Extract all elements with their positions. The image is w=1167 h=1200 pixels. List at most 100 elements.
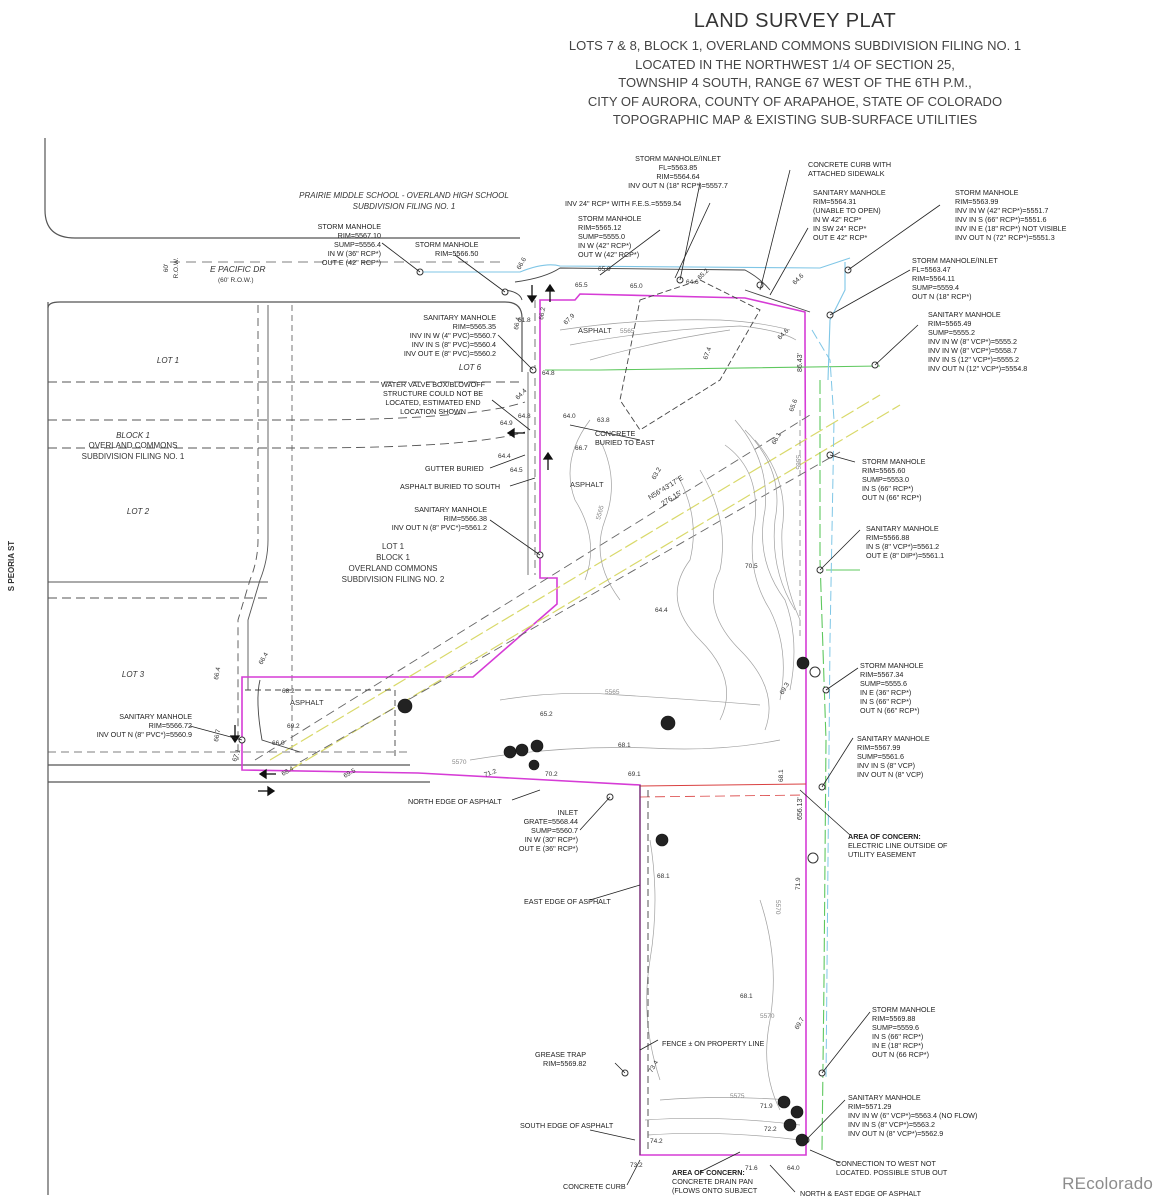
spot-elevation: 67.1 <box>231 748 242 763</box>
svg-text:RIM=5567.99: RIM=5567.99 <box>857 743 900 752</box>
contour-label: 5575 <box>730 1093 745 1100</box>
svg-text:STORM MANHOLE: STORM MANHOLE <box>872 1005 936 1014</box>
flow-arrows <box>229 283 556 797</box>
svg-text:INV 24" RCP* WITH F.E.S.=5559.: INV 24" RCP* WITH F.E.S.=5559.54 <box>565 199 681 208</box>
spot-elevation: 72.2 <box>764 1126 777 1133</box>
spot-elevation: 68.1 <box>778 769 785 782</box>
spot-elevation: 63.2 <box>651 466 664 481</box>
tree-icon <box>790 1105 804 1119</box>
svg-text:(UNABLE TO OPEN): (UNABLE TO OPEN) <box>813 206 881 215</box>
spot-elevation: 69.7 <box>794 1016 807 1031</box>
callout-sanitary-manhole-4: SANITARY MANHOLE RIM=5566.38 INV OUT N (… <box>392 505 487 532</box>
svg-text:SUMP=5560.7: SUMP=5560.7 <box>531 826 578 835</box>
tree-icon <box>655 833 669 847</box>
svg-text:LOCATED, ESTIMATED END: LOCATED, ESTIMATED END <box>385 398 480 407</box>
callout-labels: STORM MANHOLE/INLET FL=5563.85 RIM=5564.… <box>97 154 1067 1198</box>
svg-text:RIM=5567.10: RIM=5567.10 <box>338 231 381 240</box>
filing2-line4: SUBDIVISION FILING NO. 2 <box>342 575 445 584</box>
plat-subtitle-line-5: TOPOGRAPHIC MAP & EXISTING SUB-SURFACE U… <box>612 112 978 127</box>
contour-label: 5565 <box>595 504 606 520</box>
svg-text:OUT N (66" RCP*): OUT N (66" RCP*) <box>860 706 920 715</box>
svg-text:RIM=5569.88: RIM=5569.88 <box>872 1014 915 1023</box>
spot-elevation: 68.4 <box>281 765 296 778</box>
spot-elevation: 64.9 <box>500 420 513 427</box>
svg-text:SANITARY MANHOLE: SANITARY MANHOLE <box>423 313 496 322</box>
svg-text:BURIED TO EAST: BURIED TO EAST <box>595 438 655 447</box>
spot-elevation: 65.9 <box>598 266 611 273</box>
svg-text:RIM=5564.11: RIM=5564.11 <box>912 274 955 283</box>
svg-text:INV IN S (8" VCP): INV IN S (8" VCP) <box>857 761 915 770</box>
svg-text:SUMP=5559.4: SUMP=5559.4 <box>912 283 959 292</box>
svg-text:OUT E 42" RCP*: OUT E 42" RCP* <box>813 233 868 242</box>
lot-3-label: LOT 3 <box>122 670 145 679</box>
svg-text:ASPHALT BURIED TO SOUTH: ASPHALT BURIED TO SOUTH <box>400 482 500 491</box>
svg-text:STORM MANHOLE/INLET: STORM MANHOLE/INLET <box>912 256 998 265</box>
callout-storm-manhole-5: STORM MANHOLE RIM=5566.50 <box>415 240 479 258</box>
callout-sanitary-manhole-1: SANITARY MANHOLE RIM=5564.31 (UNABLE TO … <box>813 188 886 242</box>
svg-text:STRUCTURE COULD NOT BE: STRUCTURE COULD NOT BE <box>383 389 483 398</box>
spot-elevation: 66.1 <box>771 431 784 446</box>
svg-text:INV OUT N (8" PVC*)=5560.9: INV OUT N (8" PVC*)=5560.9 <box>97 730 192 739</box>
svg-text:RIM=5567.34: RIM=5567.34 <box>860 670 903 679</box>
watermark: REcolorado <box>1062 1174 1153 1193</box>
spot-elevation: 66.0 <box>272 740 285 747</box>
spot-elevation: 73.2 <box>630 1162 643 1169</box>
svg-text:SANITARY MANHOLE: SANITARY MANHOLE <box>848 1093 921 1102</box>
svg-text:INV IN S (12" VCP*)=5555.2: INV IN S (12" VCP*)=5555.2 <box>928 355 1019 364</box>
svg-text:INV OUT N (8" VCP): INV OUT N (8" VCP) <box>857 770 923 779</box>
block1-filing1-line1: BLOCK 1 <box>116 431 150 440</box>
tree-icon <box>515 743 529 757</box>
bearing-dimension-labels: N56°43'17"E 276.15' 86.43' 656.13' <box>647 353 804 820</box>
spot-elevation: 64.0 <box>563 413 576 420</box>
spot-elevation: 68.1 <box>657 873 670 880</box>
svg-text:OUT N (18" RCP*): OUT N (18" RCP*) <box>912 292 972 301</box>
contour-label: 5570 <box>452 759 467 766</box>
spot-elevation: 67.9 <box>562 312 576 326</box>
spot-elevation: 66.7 <box>575 445 588 452</box>
spot-elevation: 64.8 <box>518 413 531 420</box>
spot-elevations: 65.9 65.5 66.6 65.0 64.6 65.2 64.6 67.9 … <box>213 256 806 1172</box>
callout-storm-manhole-4: STORM MANHOLE RIM=5567.10 SUMP=5556.4 IN… <box>318 222 382 267</box>
callout-inlet: INLET GRATE=5568.44 SUMP=5560.7 IN W (30… <box>519 808 579 853</box>
svg-text:SANITARY MANHOLE: SANITARY MANHOLE <box>866 524 939 533</box>
pacific-dr-row-label: (60' R.O.W.) <box>218 277 254 284</box>
subdivision-north-line2: SUBDIVISION FILING NO. 1 <box>353 202 456 211</box>
structure-linework <box>245 267 811 1155</box>
svg-text:GRATE=5568.44: GRATE=5568.44 <box>524 817 578 826</box>
callout-north-edge-asphalt: NORTH EDGE OF ASPHALT <box>408 797 502 806</box>
spot-elevation: 67.4 <box>702 346 713 361</box>
spot-elevation: 69.1 <box>628 771 641 778</box>
svg-text:RIM=5565.35: RIM=5565.35 <box>453 322 496 331</box>
spot-elevation: 71.6 <box>745 1165 758 1172</box>
spot-elevation: 65.6 <box>788 398 799 413</box>
svg-text:RIM=5565.12: RIM=5565.12 <box>578 223 621 232</box>
svg-text:SANITARY MANHOLE: SANITARY MANHOLE <box>119 712 192 721</box>
svg-text:RIM=5569.82: RIM=5569.82 <box>543 1059 586 1068</box>
callout-storm-manhole-6: STORM MANHOLE RIM=5565.60 SUMP=5553.0 IN… <box>862 457 926 502</box>
lot-1-label: LOT 1 <box>157 356 179 365</box>
asphalt-label: ASPHALT <box>570 480 604 489</box>
svg-text:INV IN W (8" VCP*)=5558.7: INV IN W (8" VCP*)=5558.7 <box>928 346 1017 355</box>
callout-connection-west: CONNECTION TO WEST NOT LOCATED. POSSIBLE… <box>836 1159 948 1177</box>
svg-text:STORM MANHOLE: STORM MANHOLE <box>860 661 924 670</box>
spot-elevation: 63.8 <box>597 417 610 424</box>
spot-elevation: 71.9 <box>795 877 802 890</box>
storm-line <box>811 329 835 1081</box>
svg-text:IN W 42" RCP*: IN W 42" RCP* <box>813 215 862 224</box>
spot-elevation: 64.6 <box>791 272 805 286</box>
callout-gutter-buried: GUTTER BURIED <box>425 464 484 473</box>
svg-text:STORM MANHOLE/INLET: STORM MANHOLE/INLET <box>635 154 721 163</box>
tree-icon <box>528 759 540 771</box>
callout-concrete-buried: CONCRETE BURIED TO EAST <box>595 429 655 447</box>
svg-text:RIM=5566.50: RIM=5566.50 <box>435 249 478 258</box>
svg-text:SUMP=5555.6: SUMP=5555.6 <box>860 679 907 688</box>
svg-text:OUT N (66 RCP*): OUT N (66 RCP*) <box>872 1050 929 1059</box>
lot-6-label: LOT 6 <box>459 363 482 372</box>
svg-text:OUT N (66" RCP*): OUT N (66" RCP*) <box>862 493 922 502</box>
svg-text:OUT E (36" RCP*): OUT E (36" RCP*) <box>519 844 578 853</box>
svg-text:OUT W (42" RCP*): OUT W (42" RCP*) <box>578 250 639 259</box>
contour-label: 5570 <box>774 900 781 915</box>
pacific-dr-label: E PACIFIC DR <box>210 264 266 274</box>
svg-text:RIM=5563.99: RIM=5563.99 <box>955 197 998 206</box>
svg-text:CONNECTION TO WEST NOT: CONNECTION TO WEST NOT <box>836 1159 936 1168</box>
